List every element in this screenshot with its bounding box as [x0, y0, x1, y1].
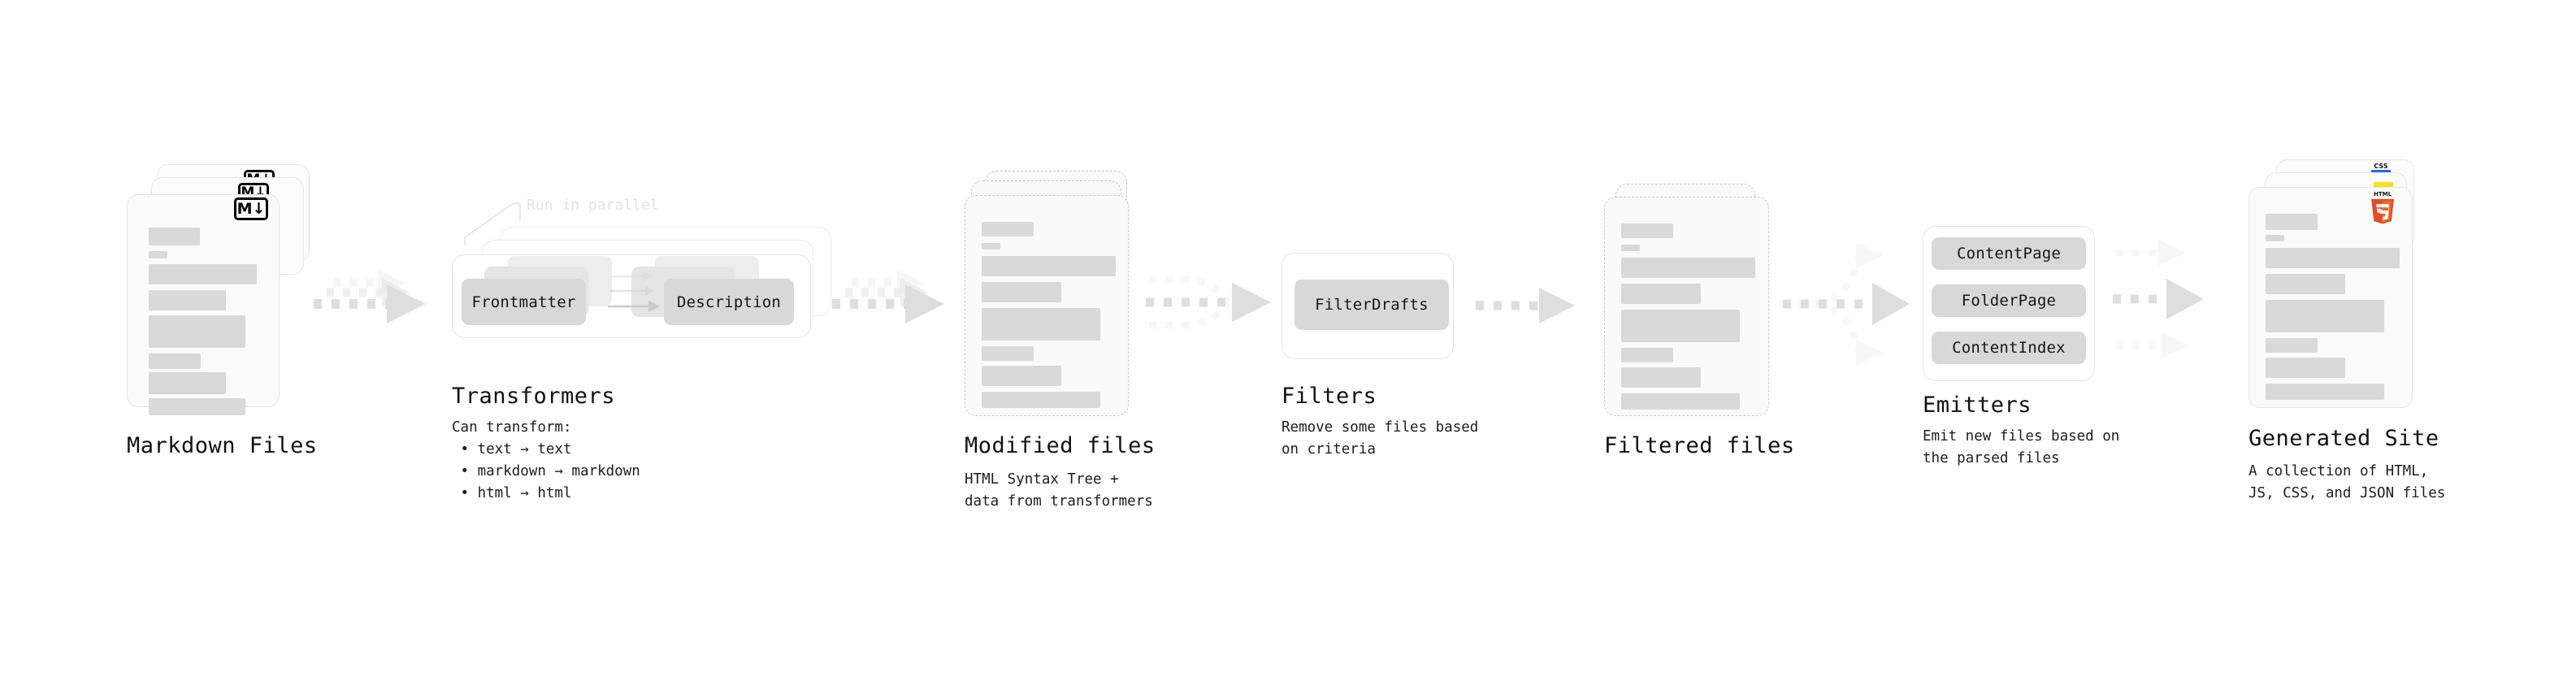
- card-line: [2266, 235, 2284, 241]
- card-line: [982, 366, 1061, 386]
- card-line: [982, 392, 1100, 408]
- card-line: [2266, 300, 2384, 332]
- conn-emitters-to-site: [2113, 240, 2204, 358]
- card-line: [2266, 248, 2400, 268]
- stage-subtitle-modified-files: HTML Syntax Tree + data from transformer…: [965, 471, 1153, 510]
- emitter-chip-contentindex[interactable]: ContentIndex: [1932, 332, 2086, 364]
- stage-subtitle-filters: Remove some files based on criteria: [1281, 419, 1479, 458]
- card-line: [982, 282, 1061, 302]
- card-line: [2266, 214, 2318, 230]
- conn-transformers-to-modified: [832, 270, 944, 323]
- stage-title-markdown-files: Markdown Files: [127, 433, 318, 458]
- filter-chip-filterdrafts[interactable]: FilterDrafts: [1295, 280, 1449, 330]
- stage-subtitle-transformers: Can transform: • text → text • markdown …: [452, 419, 640, 502]
- card-line: [1621, 348, 1673, 362]
- filtered-card-front: [1604, 197, 1769, 416]
- stage-title-modified-files: Modified files: [965, 433, 1156, 458]
- run-in-parallel-label: Run in parallel: [527, 197, 659, 214]
- card-line: [149, 251, 167, 258]
- card-line: [149, 372, 226, 394]
- card-line: [149, 290, 226, 310]
- stage-title-filters: Filters: [1281, 384, 1377, 409]
- transformer-chip-description[interactable]: Description: [664, 279, 794, 325]
- card-line: [1621, 223, 1673, 238]
- site-card-front: [2249, 187, 2413, 408]
- card-line: [982, 308, 1100, 340]
- conn-md-to-transformers: [314, 270, 426, 323]
- card-line: [149, 228, 200, 245]
- card-line: [1621, 245, 1640, 251]
- transformers-inner-arrows: [608, 271, 660, 312]
- stage-title-filtered-files: Filtered files: [1604, 433, 1795, 458]
- card-line: [982, 243, 1000, 249]
- card-line: [149, 315, 245, 348]
- svg-text:HTML: HTML: [2374, 191, 2392, 197]
- card-line: [1621, 310, 1740, 342]
- card-line: [1621, 367, 1701, 388]
- card-line: [149, 354, 201, 369]
- run-in-parallel-leader: [464, 202, 521, 245]
- markdown-card-front: [127, 194, 280, 415]
- stage-title-generated-site: Generated Site: [2249, 426, 2439, 451]
- stage-title-transformers: Transformers: [452, 384, 616, 409]
- conn-filters-to-filtered: [1476, 288, 1575, 323]
- modified-card-front: [965, 195, 1129, 416]
- card-line: [149, 398, 245, 415]
- transformer-chip-frontmatter[interactable]: Frontmatter: [462, 279, 586, 325]
- card-line: [2266, 358, 2345, 378]
- card-line: [2266, 338, 2318, 353]
- card-line: [149, 264, 257, 284]
- stage-subtitle-generated-site: A collection of HTML, JS, CSS, and JSON …: [2249, 463, 2446, 502]
- emitter-chip-folderpage[interactable]: FolderPage: [1932, 284, 2086, 317]
- emitter-chip-contentpage[interactable]: ContentPage: [1932, 237, 2086, 270]
- card-line: [982, 256, 1116, 276]
- card-line: [982, 346, 1034, 361]
- css-badge: CSS: [2371, 161, 2391, 173]
- stage-subtitle-emitters: Emit new files based on the parsed files: [1923, 428, 2120, 467]
- card-line: [1621, 393, 1740, 410]
- card-line: [982, 222, 1034, 236]
- card-line: [2266, 274, 2345, 294]
- html5-badge: HTML: [2371, 191, 2394, 224]
- stage-title-emitters: Emitters: [1923, 393, 2032, 418]
- card-line: [2266, 384, 2384, 400]
- conn-modified-to-filters: [1146, 275, 1271, 329]
- card-line: [1621, 258, 1755, 278]
- conn-filtered-to-emitters: [1783, 242, 1910, 366]
- card-line: [1621, 284, 1701, 304]
- markdown-icon: M↓: [234, 197, 268, 220]
